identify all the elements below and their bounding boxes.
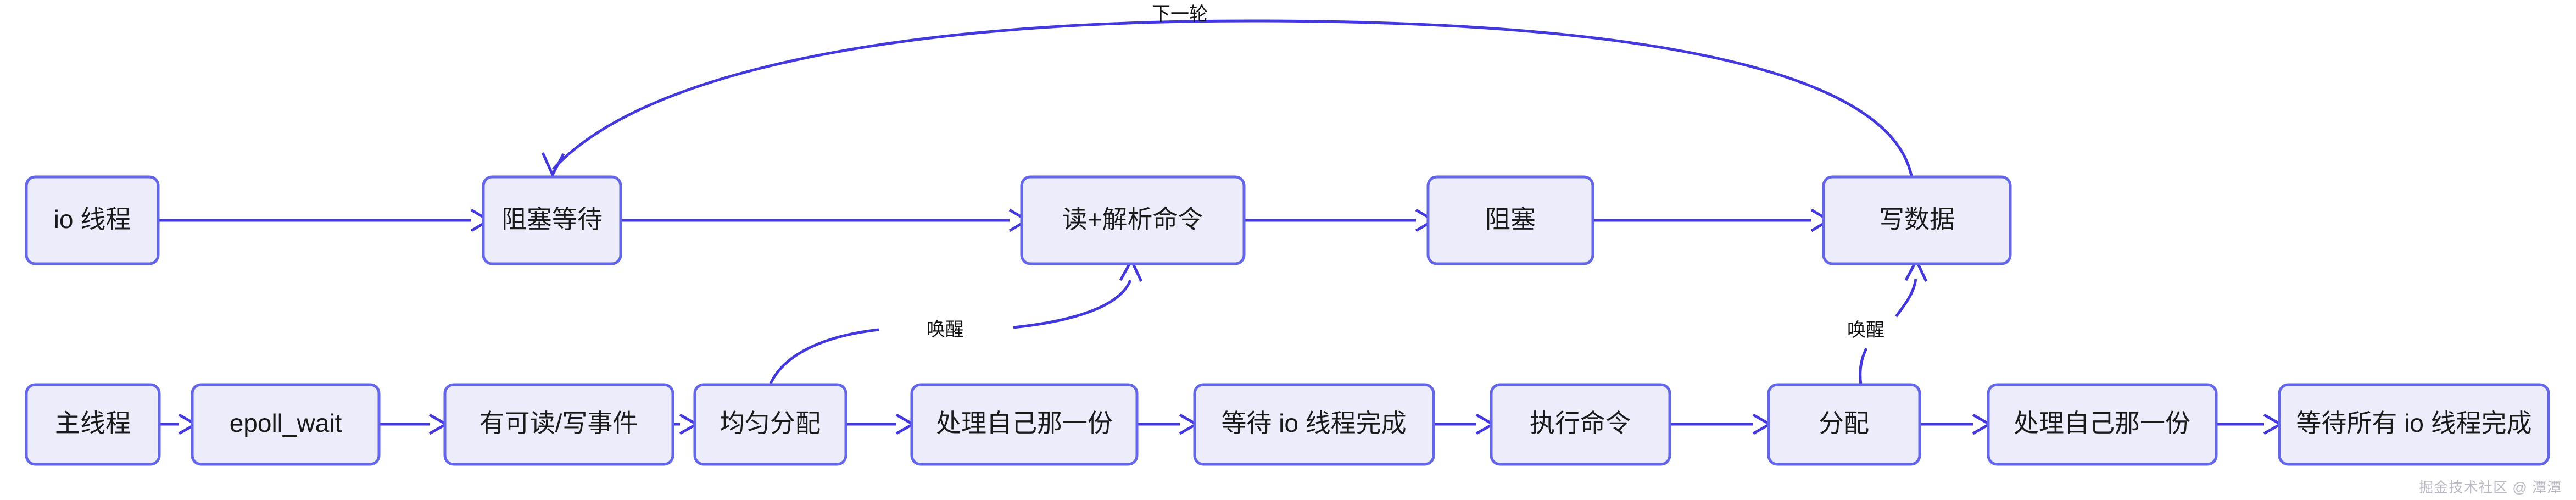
node-even-distribute-box[interactable]: [693, 383, 847, 466]
node-handle-own-share-2-label: 处理自己那一份: [2014, 409, 2190, 437]
node-wait-io-done-box[interactable]: [1193, 383, 1435, 466]
edge-io-thread-to-block-wait: [158, 208, 492, 232]
node-even-distribute-label: 均匀分配: [720, 409, 821, 437]
node-io-thread[interactable]: io 线程: [25, 175, 160, 265]
node-distribute[interactable]: 分配: [1767, 383, 1921, 466]
node-handle-own-share-1-label: 处理自己那一份: [936, 409, 1113, 437]
node-wait-all-io-done[interactable]: 等待所有 io 线程完成: [2278, 383, 2550, 466]
edge-block-to-write-data: [1593, 208, 1832, 232]
node-distribute-box[interactable]: [1767, 383, 1921, 466]
node-block-box[interactable]: [1426, 175, 1594, 265]
edge-readable-to-even-distribute: [673, 413, 700, 435]
node-even-distribute[interactable]: 均匀分配: [693, 383, 847, 466]
edges-layer: [158, 19, 2284, 435]
edge-wait-io-to-exec-cmd: [1434, 413, 1496, 435]
node-wait-io-done-label: 等待 io 线程完成: [1221, 409, 1406, 437]
node-read-parse-cmd[interactable]: 读+解析命令: [1020, 175, 1246, 265]
node-readable-writable-label: 有可读/写事件: [479, 409, 638, 437]
node-readable-writable[interactable]: 有可读/写事件: [443, 383, 674, 466]
node-io-thread-box[interactable]: [25, 175, 160, 265]
edge-label-wake-up-2: 唤醒: [1847, 320, 1884, 341]
node-block-label: 阻塞: [1485, 205, 1536, 234]
node-handle-own-share-1[interactable]: 处理自己那一份: [910, 383, 1139, 466]
node-handle-own-share-2[interactable]: 处理自己那一份: [1987, 383, 2218, 466]
watermark: 掘金技术社区 @ 潭潭: [2419, 479, 2562, 496]
node-exec-cmd-box[interactable]: [1490, 383, 1671, 466]
nodes-layer: io 线程 阻塞等待 读+解析命令 阻塞 写数据 主线程: [25, 175, 2550, 466]
edge-handle-1-to-wait-io: [1137, 413, 1200, 435]
node-block-wait-label: 阻塞等待: [501, 205, 603, 234]
node-write-data-label: 写数据: [1879, 205, 1955, 234]
node-block[interactable]: 阻塞: [1426, 175, 1594, 265]
edge-exec-cmd-to-distribute: [1670, 413, 1773, 435]
node-main-thread-box[interactable]: [25, 383, 161, 466]
edge-label-wake-up-1: 唤醒: [927, 319, 964, 340]
node-io-thread-label: io 线程: [54, 205, 131, 234]
node-wait-io-done[interactable]: 等待 io 线程完成: [1193, 383, 1435, 466]
edge-handle-2-to-wait-all-io: [2216, 413, 2284, 435]
node-main-thread[interactable]: 主线程: [25, 383, 161, 466]
edge-distribute-to-handle-2: [1920, 413, 1993, 435]
edge-epoll-to-readable: [379, 413, 449, 435]
edge-labels-layer: 下一轮 唤醒 唤醒: [927, 4, 1884, 341]
node-readable-writable-box[interactable]: [443, 383, 674, 466]
node-read-parse-cmd-label: 读+解析命令: [1062, 205, 1203, 234]
node-epoll-wait-label: epoll_wait: [230, 409, 342, 437]
node-exec-cmd[interactable]: 执行命令: [1490, 383, 1671, 466]
edge-main-to-epoll: [159, 413, 199, 435]
node-wait-all-io-done-label: 等待所有 io 线程完成: [2296, 409, 2532, 437]
node-handle-own-share-2-box[interactable]: [1987, 383, 2218, 466]
node-epoll-wait[interactable]: epoll_wait: [191, 383, 381, 466]
node-read-parse-cmd-box[interactable]: [1020, 175, 1246, 265]
node-main-thread-label: 主线程: [55, 409, 131, 437]
node-block-wait-box[interactable]: [482, 175, 622, 265]
node-handle-own-share-1-box[interactable]: [910, 383, 1139, 466]
node-exec-cmd-label: 执行命令: [1530, 409, 1631, 437]
node-epoll-wait-box[interactable]: [191, 383, 381, 466]
edge-block-wait-to-read-parse: [621, 208, 1030, 232]
node-distribute-label: 分配: [1819, 409, 1869, 437]
node-write-data-box[interactable]: [1822, 175, 2012, 265]
edge-label-next-round: 下一轮: [1152, 4, 1208, 25]
edge-even-distribute-to-handle-1: [846, 413, 916, 435]
edge-write-data-to-block-wait: [541, 19, 1913, 178]
node-write-data[interactable]: 写数据: [1822, 175, 2012, 265]
node-wait-all-io-done-box[interactable]: [2278, 383, 2550, 466]
node-block-wait[interactable]: 阻塞等待: [482, 175, 622, 265]
edge-read-parse-to-block: [1244, 208, 1436, 232]
